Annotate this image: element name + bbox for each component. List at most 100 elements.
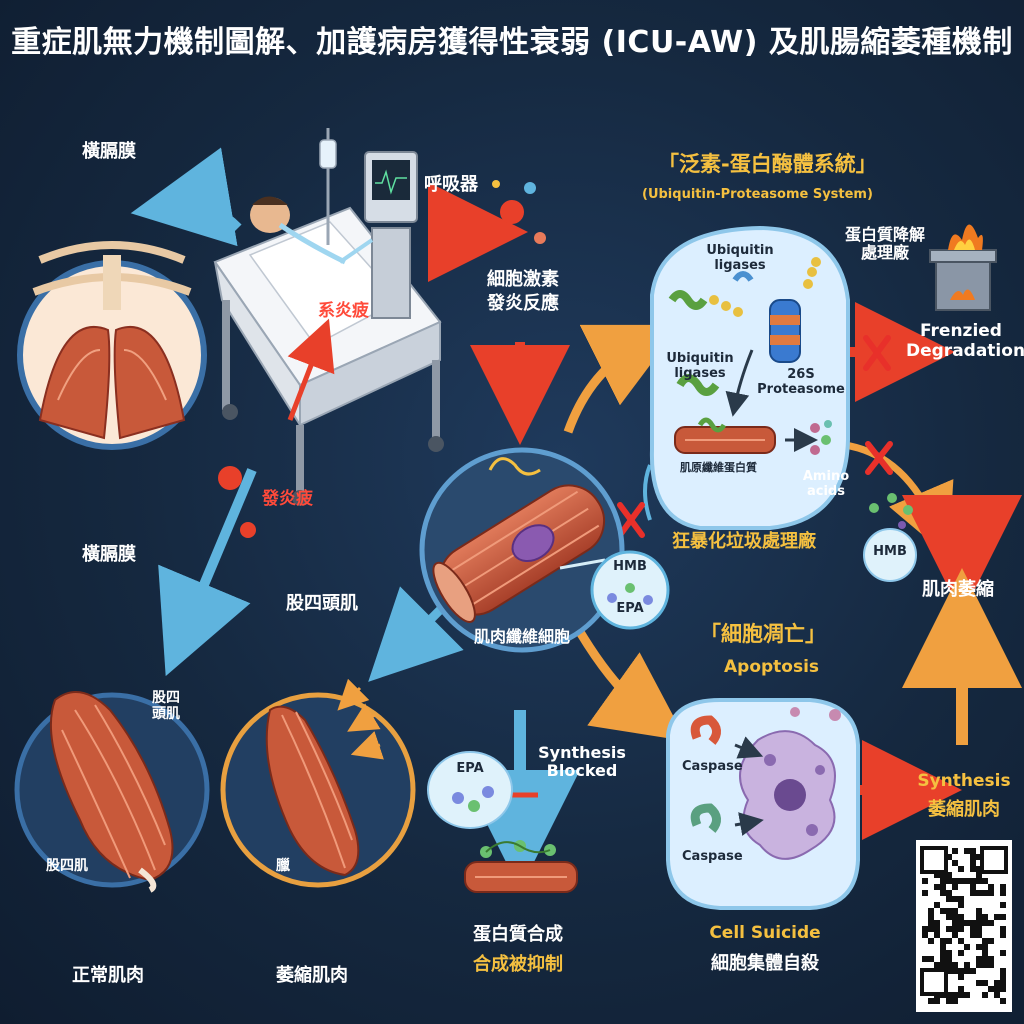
qr-cell [946, 992, 952, 998]
qr-cell [946, 938, 952, 944]
qr-cell [970, 932, 976, 938]
qr-cell [964, 848, 970, 854]
qr-cell [940, 950, 946, 956]
ubiquitin-proteasome-cell [649, 225, 850, 530]
qr-cell [946, 968, 952, 974]
qr-cell [976, 920, 982, 926]
qr-cell [976, 962, 982, 968]
synthesis-inhibited-label: 合成被抑制 [473, 954, 563, 975]
apoptosis-en-label: Apoptosis [724, 657, 820, 677]
qr-cell [958, 950, 964, 956]
qr-cell [970, 854, 976, 860]
diaphragm-bottom-label: 橫膈膜 [82, 544, 136, 565]
trash-factory-icon [929, 224, 997, 311]
cytokine-particles [218, 180, 546, 538]
qr-cell [952, 878, 958, 884]
qr-cell [952, 908, 958, 914]
qr-cell [958, 992, 964, 998]
apoptosis-cell [666, 698, 860, 910]
qr-cell [994, 992, 1000, 998]
hmb-bubble-label: HMB [613, 559, 647, 574]
qr-cell [934, 902, 940, 908]
qr-cell [982, 920, 988, 926]
qr-cell [970, 860, 976, 866]
protein-synthesis-fiber [464, 840, 578, 893]
qr-cell [958, 938, 964, 944]
qr-cell [988, 884, 994, 890]
qr-cell [952, 860, 958, 866]
qr-cell [958, 914, 964, 920]
qr-cell [964, 944, 970, 950]
qr-code [916, 840, 1012, 1012]
synthesis-blocked-label: Synthesis Blocked [538, 743, 626, 781]
frenzied-degradation-label: Frenzied Degradation [906, 321, 1024, 361]
qr-cell [970, 890, 976, 896]
qr-cell [970, 926, 976, 932]
qr-cell [994, 986, 1000, 992]
qr-cell [976, 890, 982, 896]
qr-cell [940, 944, 946, 950]
qr-cell [952, 998, 958, 1004]
qr-cell [946, 926, 952, 932]
qr-cell [934, 926, 940, 932]
qr-cell [976, 932, 982, 938]
qr-cell [970, 848, 976, 854]
flow-arrows [130, 147, 1022, 890]
quadriceps-normal-lower-label: 股四肌 [46, 858, 88, 874]
qr-cell [940, 872, 946, 878]
ups-subtitle: (Ubiquitin-Proteasome System) [642, 187, 873, 202]
qr-cell [976, 926, 982, 932]
qr-cell [988, 920, 994, 926]
quadriceps-title: 股四頭肌 [286, 593, 358, 614]
qr-cell [958, 968, 964, 974]
qr-cell [964, 920, 970, 926]
qr-cell [928, 956, 934, 962]
qr-cell [988, 890, 994, 896]
qr-cell [976, 956, 982, 962]
proteasome-label: 26S Proteasome [757, 367, 845, 397]
qr-cell [1000, 902, 1006, 908]
ups-title: 「泛素-蛋白酶體系統」 [658, 152, 877, 176]
diaphragm-illustration [17, 241, 207, 450]
qr-cell [928, 914, 934, 920]
qr-cell [1000, 914, 1006, 920]
qr-cell [922, 932, 928, 938]
qr-cell [952, 848, 958, 854]
qr-cell [982, 938, 988, 944]
qr-cell [958, 926, 964, 932]
qr-cell [946, 950, 952, 956]
qr-finder [980, 846, 1008, 874]
qr-cell [982, 962, 988, 968]
protein-synthesis-label: 蛋白質合成 [473, 924, 563, 945]
hmb-right-bubble [863, 493, 917, 582]
qr-cell [928, 926, 934, 932]
caspase-label-1: Caspase [682, 759, 743, 774]
qr-cell [976, 944, 982, 950]
qr-cell [982, 890, 988, 896]
qr-cell [982, 878, 988, 884]
muscle-atrophy-label: 肌肉萎縮 [922, 579, 994, 600]
qr-cell [988, 938, 994, 944]
protein-degradation-factory-label: 蛋白質降解 處理廠 [844, 225, 925, 263]
amino-acids-label: Amino acids [802, 469, 850, 499]
qr-cell [946, 890, 952, 896]
apoptosis-title: 「細胞凋亡」 [700, 622, 826, 646]
qr-cell [970, 884, 976, 890]
qr-cell [922, 890, 928, 896]
qr-cell [940, 878, 946, 884]
qr-cell [1000, 950, 1006, 956]
qr-cell [946, 998, 952, 1004]
qr-cell [934, 998, 940, 1004]
inflammation-label: 發炎疲 [262, 489, 313, 509]
block-x-marks [617, 335, 893, 538]
qr-cell [970, 968, 976, 974]
qr-cell [982, 914, 988, 920]
qr-cell [952, 920, 958, 926]
qr-cell [946, 914, 952, 920]
qr-cell [940, 884, 946, 890]
ventilator-label: 呼吸器 [424, 174, 478, 195]
qr-cell [958, 974, 964, 980]
qr-cell [952, 932, 958, 938]
